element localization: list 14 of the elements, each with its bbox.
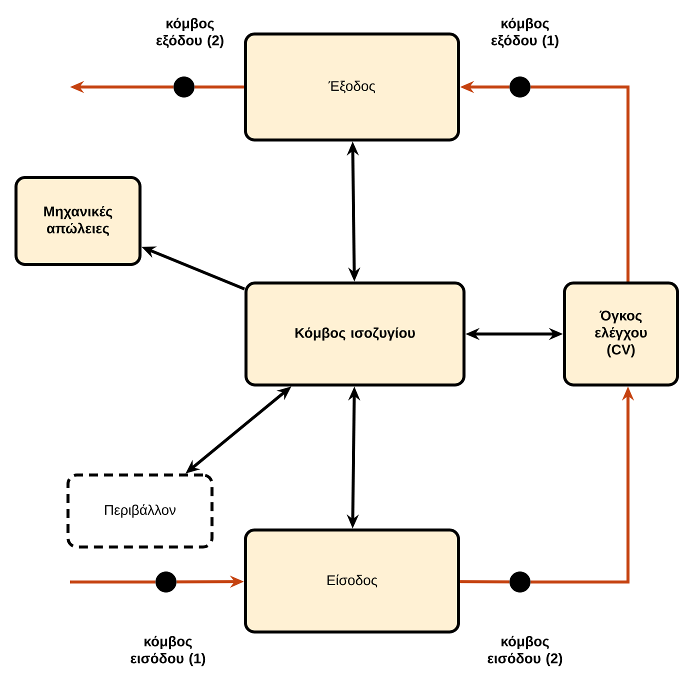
dashed-box: Περιβάλλον	[66, 474, 214, 548]
junction-label: κόμβος εξόδου (2)	[156, 18, 224, 48]
junction-dot	[510, 76, 530, 98]
junction-dot	[510, 572, 530, 592]
junction-label: κόμβος εξόδου (1)	[491, 18, 558, 48]
process-box: Όγκος ελέγχου (CV)	[563, 282, 679, 386]
junction-dot	[156, 572, 176, 592]
junction-label: κόμβος εισόδου (2)	[488, 636, 562, 666]
process-box: Έξοδος	[244, 32, 460, 142]
junction-dot	[174, 76, 194, 98]
process-box: Μηχανικές απώλειες	[14, 176, 142, 266]
process-box: Κόμβος ισοζυγίου	[244, 282, 466, 386]
junction-label: κόμβος εισόδου (1)	[130, 636, 206, 666]
process-box: Είσοδος	[244, 528, 460, 634]
